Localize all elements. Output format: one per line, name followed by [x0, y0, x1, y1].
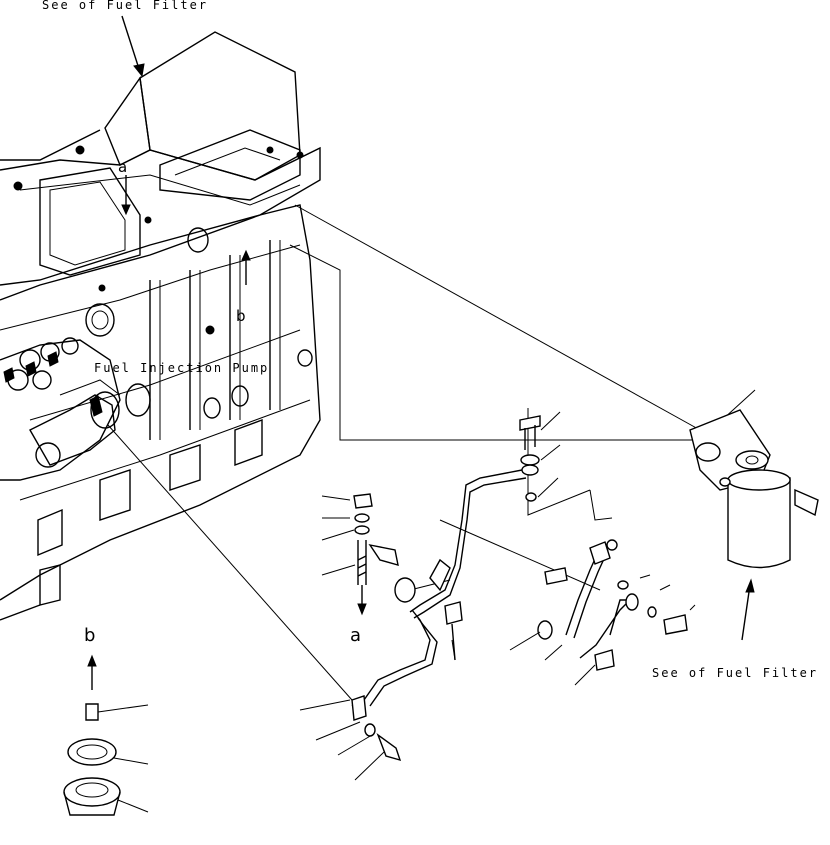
- small-parts: [63, 415, 688, 816]
- engine-reference-b-label: b: [236, 307, 246, 325]
- engine-block: [0, 31, 321, 621]
- fuel-injection-pump-label: Fuel Injection Pump: [92, 361, 272, 375]
- fuel-filter-assembly: [689, 409, 819, 641]
- reference-a-label: a: [350, 625, 362, 646]
- see-fuel-filter-label-right: See of Fuel Filter: [652, 666, 819, 680]
- engine-reference-a-label: a: [118, 158, 128, 176]
- callout-leaders: [97, 411, 696, 813]
- reference-b-label: b: [84, 625, 96, 646]
- fuel-tubes: [351, 469, 632, 707]
- see-fuel-filter-label-top: See of Fuel Filter: [42, 0, 209, 12]
